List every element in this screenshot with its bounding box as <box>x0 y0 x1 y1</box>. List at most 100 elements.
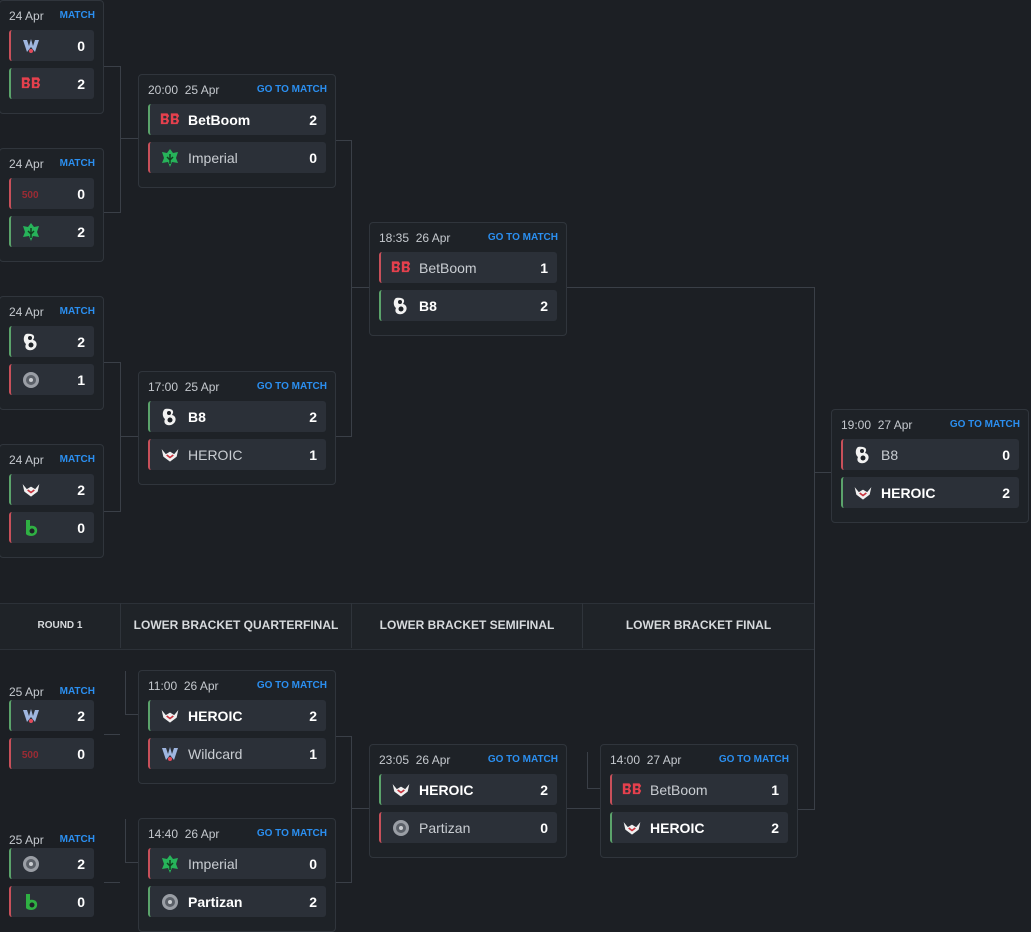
team-score: 2 <box>77 708 85 724</box>
match-date: 27 Apr <box>646 753 682 767</box>
connector <box>351 808 369 809</box>
match-time: 11:00 <box>148 679 178 693</box>
go-to-match-link[interactable]: GO TO MATCH <box>718 754 789 765</box>
team-score: 0 <box>1002 447 1010 463</box>
team-score: 0 <box>540 820 548 836</box>
connector <box>814 472 831 473</box>
team-row[interactable]: 0 <box>9 886 94 917</box>
match-link[interactable]: MATCH <box>59 454 95 465</box>
match-time: 17:00 <box>148 380 179 394</box>
match-link[interactable]: MATCH <box>59 306 95 317</box>
team-score: 2 <box>540 782 548 798</box>
team-score: 2 <box>77 334 85 350</box>
go-to-match-link[interactable]: GO TO MATCH <box>487 232 558 243</box>
match-date: 24 Apr <box>9 453 44 467</box>
connector <box>587 752 601 789</box>
team-row[interactable]: 0 <box>9 178 94 209</box>
match-link[interactable]: MATCH <box>59 686 95 697</box>
b8-logo-icon <box>21 332 41 352</box>
go-to-match-link[interactable]: GO TO MATCH <box>256 84 327 95</box>
match-link[interactable]: MATCH <box>59 158 95 169</box>
team-row[interactable]: 1 <box>9 364 94 395</box>
team-row[interactable]: 2 <box>9 68 94 99</box>
bleed-logo-icon <box>21 518 41 538</box>
match-time: 18:35 <box>379 231 410 245</box>
match-link[interactable]: MATCH <box>59 10 95 21</box>
match-date: 26 Apr <box>184 827 220 841</box>
team-row[interactable]: 0 <box>9 738 94 769</box>
match-date: 25 Apr <box>9 685 44 699</box>
match-time: 20:00 <box>148 83 179 97</box>
b8-logo-icon <box>391 296 411 316</box>
connector <box>104 362 121 512</box>
go-to-match-link[interactable]: GO TO MATCH <box>487 754 558 765</box>
team-name: B8 <box>881 447 899 463</box>
team-row[interactable]: 0 <box>9 512 94 543</box>
partizan-logo-icon <box>160 892 180 912</box>
team-name: Imperial <box>188 856 238 872</box>
connector <box>125 819 139 863</box>
match-link[interactable]: MATCH <box>59 834 95 845</box>
team-row[interactable]: 2 <box>9 216 94 247</box>
go-to-match-link[interactable]: GO TO MATCH <box>256 828 327 839</box>
team-score: 2 <box>309 112 317 128</box>
team-name: BetBoom <box>419 260 477 276</box>
team-score: 2 <box>771 820 779 836</box>
team-row[interactable]: 2 <box>9 474 94 505</box>
heroic-logo-icon <box>853 483 873 503</box>
team-score: 1 <box>77 372 85 388</box>
team-row[interactable]: B8 2 <box>379 290 557 321</box>
round-label-lower-quarterfinal: LOWER BRACKET QUARTERFINAL <box>121 603 352 648</box>
team-row[interactable]: 2 <box>9 326 94 357</box>
connector <box>104 66 121 213</box>
b8-logo-icon <box>160 407 180 427</box>
team-score: 2 <box>540 298 548 314</box>
connector <box>566 808 600 809</box>
500-logo-icon <box>21 744 41 764</box>
team-row[interactable]: 2 <box>9 848 94 879</box>
heroic-logo-icon <box>21 480 41 500</box>
team-score: 2 <box>309 409 317 425</box>
match-date: 24 Apr <box>9 305 44 319</box>
match-date: 25 Apr <box>184 83 220 97</box>
bleed-logo-icon <box>21 892 41 912</box>
connector <box>104 734 120 735</box>
heroic-logo-icon <box>622 818 642 838</box>
team-name: B8 <box>419 298 437 314</box>
go-to-match-link[interactable]: GO TO MATCH <box>949 419 1020 430</box>
match-card: 25 Apr MATCH 2 0 <box>0 676 104 790</box>
go-to-match-link[interactable]: GO TO MATCH <box>256 381 327 392</box>
go-to-match-link[interactable]: GO TO MATCH <box>256 680 327 691</box>
500-logo-icon <box>21 184 41 204</box>
team-name: Imperial <box>188 150 238 166</box>
betboom-logo-icon <box>622 780 642 800</box>
betboom-logo-icon <box>391 258 411 278</box>
team-score: 1 <box>309 746 317 762</box>
team-row[interactable]: 0 <box>9 30 94 61</box>
team-row[interactable]: 2 <box>9 700 94 731</box>
team-row[interactable]: B8 0 <box>841 439 1019 470</box>
team-score: 2 <box>77 482 85 498</box>
connector <box>335 140 352 437</box>
wildcard-logo-icon <box>21 706 41 726</box>
